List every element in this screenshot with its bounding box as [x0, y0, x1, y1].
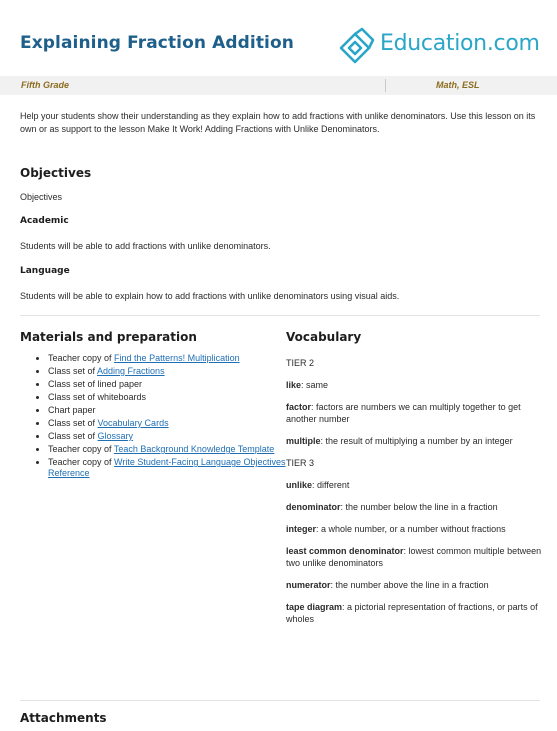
- info-divider: [385, 79, 386, 92]
- pencil-logo-icon: [339, 27, 375, 64]
- vocabulary-definition: : the result of multiplying a number by …: [320, 436, 513, 446]
- materials-item: Teacher copy of Find the Patterns! Multi…: [48, 353, 288, 364]
- vocabulary-term: like: [286, 380, 302, 390]
- vocabulary-term: unlike: [286, 480, 313, 490]
- vocabulary-term: numerator: [286, 580, 331, 590]
- vocabulary-list: TIER 2 like: same factor: factors are num…: [286, 357, 542, 635]
- materials-item-link[interactable]: Teach Background Knowledge Template: [113, 444, 275, 454]
- materials-item-text: Class set of: [48, 366, 98, 376]
- materials-item-text: Class set of lined paper: [48, 379, 143, 389]
- section-divider: [20, 700, 540, 701]
- vocabulary-definition: : a whole number, or a number without fr…: [316, 524, 506, 534]
- objectives-text: Objectives: [20, 192, 63, 202]
- materials-item-link[interactable]: Vocabulary Cards: [97, 418, 169, 428]
- vocabulary-entry: least common denominator: lowest common …: [286, 545, 542, 569]
- vocabulary-definition: : a pictorial representation of fraction…: [286, 602, 538, 624]
- materials-item: Class set of Vocabulary Cards: [48, 418, 288, 429]
- vocabulary-term: denominator: [286, 502, 341, 512]
- vocabulary-definition: : same: [301, 380, 329, 390]
- materials-item-link[interactable]: Adding Fractions: [97, 366, 165, 376]
- education-com-logo[interactable]: Education.com: [335, 26, 540, 70]
- section-divider: [20, 315, 540, 316]
- materials-item: Teacher copy of Teach Background Knowled…: [48, 444, 288, 455]
- materials-item-link[interactable]: Write Student-Facing Language Objectives…: [48, 457, 286, 478]
- tier-2-label: TIER 2: [286, 358, 315, 368]
- objectives-heading: Objectives: [20, 166, 92, 180]
- vocabulary-definition: : the number below the line in a fractio…: [340, 502, 498, 512]
- vocabulary-entry: like: same: [286, 379, 542, 391]
- page-title: Explaining Fraction Addition: [20, 33, 294, 53]
- vocabulary-entry: numerator: the number above the line in …: [286, 579, 542, 591]
- materials-item-link[interactable]: Glossary: [97, 431, 134, 441]
- language-heading: Language: [20, 266, 70, 276]
- vocabulary-definition: : factors are numbers we can multiply to…: [286, 402, 521, 424]
- grade-label: Fifth Grade: [21, 80, 70, 90]
- materials-item-text: Teacher copy of: [48, 353, 115, 363]
- materials-item: Class set of whiteboards: [48, 392, 288, 403]
- intro-paragraph: Help your students show their understand…: [20, 111, 536, 134]
- vocabulary-entry: unlike: different: [286, 479, 542, 491]
- lesson-info-bar: Fifth Grade Math, ESL: [0, 76, 557, 95]
- vocabulary-heading: Vocabulary: [286, 330, 362, 344]
- vocabulary-entry: denominator: the number below the line i…: [286, 501, 542, 513]
- materials-item-text: Class set of: [48, 418, 98, 428]
- vocabulary-definition: : different: [312, 480, 350, 490]
- materials-item: Chart paper: [48, 405, 288, 416]
- materials-item-text: Teacher copy of: [48, 444, 114, 454]
- materials-item-text: Class set of whiteboards: [48, 392, 147, 402]
- vocabulary-entry: tape diagram: a pictorial representation…: [286, 601, 542, 625]
- vocabulary-term: tape diagram: [286, 602, 343, 612]
- vocabulary-definition: : lowest common multiple between two unl…: [286, 546, 542, 568]
- materials-item: Class set of lined paper: [48, 379, 288, 390]
- attachments-heading: Attachments: [20, 711, 107, 725]
- brand-name: Education.com: [380, 31, 540, 56]
- vocabulary-entry: integer: a whole number, or a number wit…: [286, 523, 542, 535]
- materials-item: Class set of Adding Fractions: [48, 366, 288, 377]
- vocabulary-term: integer: [286, 524, 317, 534]
- materials-item-text: Chart paper: [48, 405, 96, 415]
- vocabulary-definition: : the number above the line in a fractio…: [330, 580, 489, 590]
- materials-item-link[interactable]: Find the Patterns! Multiplication: [114, 353, 240, 363]
- vocabulary-term: multiple: [286, 436, 321, 446]
- vocabulary-term: least common denominator: [286, 546, 404, 556]
- materials-item-text: Teacher copy of: [48, 457, 115, 467]
- language-text: Students will be able to explain how to …: [20, 291, 400, 301]
- materials-item-text: Class set of: [48, 431, 98, 441]
- materials-heading: Materials and preparation: [20, 330, 197, 344]
- subject-label: Math, ESL: [436, 80, 480, 90]
- vocabulary-term: factor: [286, 402, 312, 412]
- tier-2-terms: like: same factor: factors are numbers we…: [286, 379, 542, 447]
- materials-list: Teacher copy of Find the Patterns! Multi…: [20, 353, 288, 481]
- materials-item: Teacher copy of Write Student-Facing Lan…: [48, 457, 288, 479]
- academic-heading: Academic: [20, 216, 69, 226]
- vocabulary-entry: multiple: the result of multiplying a nu…: [286, 435, 542, 447]
- academic-text: Students will be able to add fractions w…: [20, 241, 271, 251]
- tier-3-label: TIER 3: [286, 458, 315, 468]
- vocabulary-entry: factor: factors are numbers we can multi…: [286, 401, 542, 425]
- materials-item: Class set of Glossary: [48, 431, 288, 442]
